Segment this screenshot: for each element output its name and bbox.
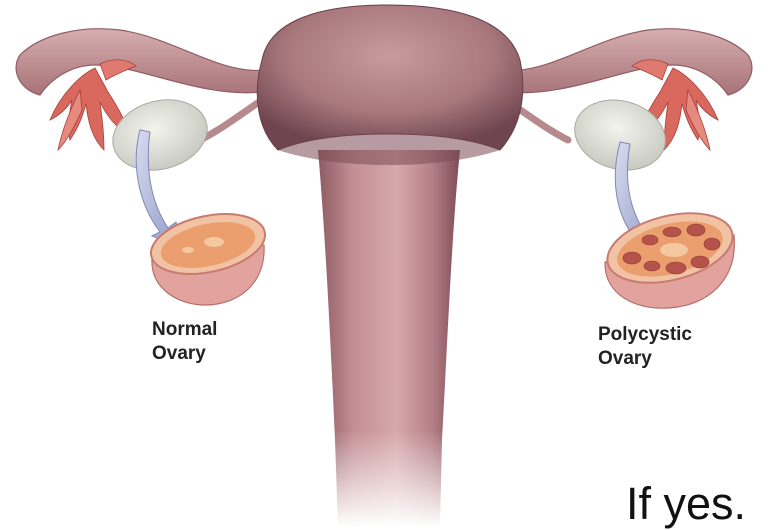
left-ovary (105, 90, 215, 181)
uterine-fundus (257, 5, 523, 150)
left-ovarian-ligament (200, 100, 262, 140)
polycystic-ovary-label-line2: Ovary (598, 347, 692, 371)
polycystic-ovary-label: Polycystic Ovary (598, 323, 692, 371)
polycystic-ovary-section (600, 201, 740, 308)
polycystic-ovary-label-line1: Polycystic (598, 323, 692, 347)
normal-ovary-section (145, 205, 270, 305)
right-fallopian-tube (503, 29, 752, 95)
caption-text: If yes. (626, 478, 746, 530)
normal-ovary-label-line2: Ovary (152, 342, 217, 366)
left-fallopian-tube (16, 29, 265, 95)
cervix-fade (320, 430, 460, 527)
normal-ovary-label-line1: Normal (152, 318, 217, 342)
normal-ovary-label: Normal Ovary (152, 318, 217, 366)
